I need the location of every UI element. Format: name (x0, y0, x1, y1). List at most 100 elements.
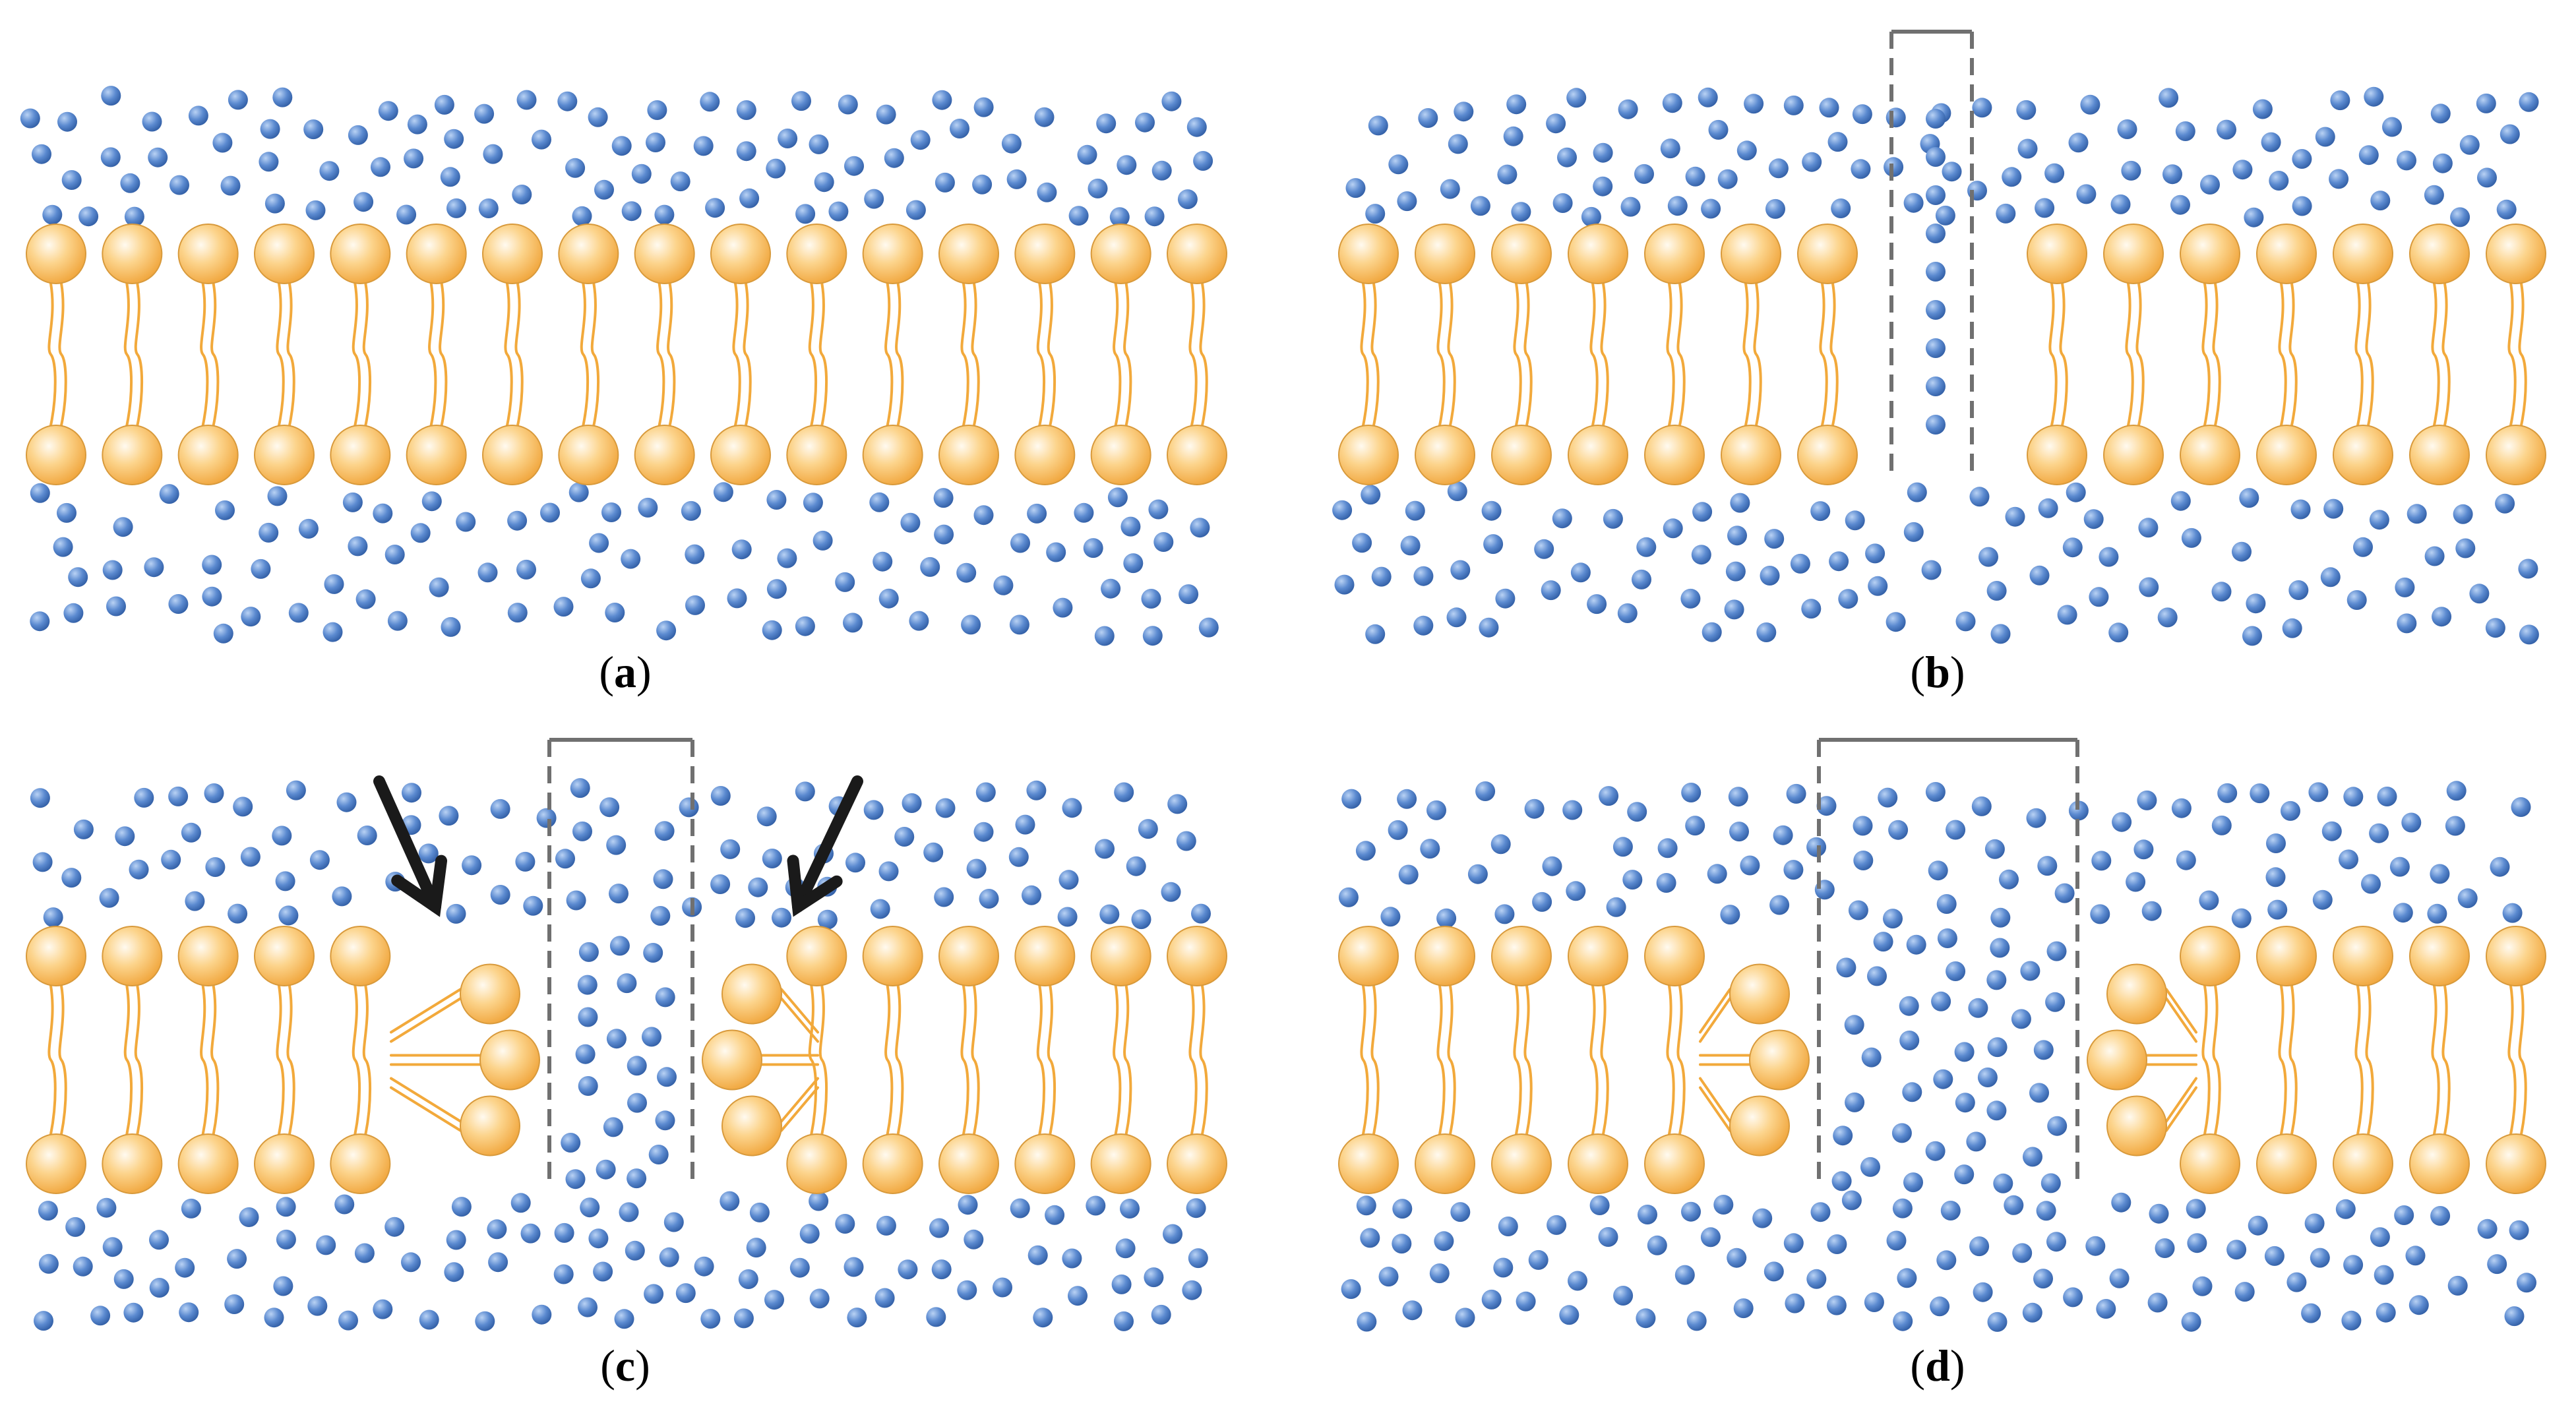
water-molecule-icon (2281, 800, 2300, 821)
water-molecule-icon (1126, 856, 1146, 876)
water-molecule-icon (1806, 1269, 1827, 1289)
water-molecule-icon (1853, 816, 1873, 836)
water-molecule-icon (1853, 851, 1874, 870)
water-molecule-icon (540, 502, 560, 523)
water-molecule-icon (1925, 782, 1946, 802)
water-molecule-icon (228, 90, 248, 110)
water-molecule-icon (2181, 527, 2201, 548)
water-molecule-icon (169, 175, 189, 195)
water-molecule-icon (1498, 1217, 1518, 1236)
lipid-tail-icon (895, 984, 904, 1135)
phospholipid-molecule-icon (862, 1133, 923, 1194)
water-molecule-icon (2170, 195, 2190, 215)
water-molecule-icon (578, 1297, 598, 1317)
water-molecule-icon (2517, 1273, 2536, 1293)
water-molecule-icon (523, 895, 543, 916)
water-molecule-icon (319, 161, 340, 181)
lipid-tail-icon (276, 282, 285, 427)
water-molecule-icon (843, 613, 863, 633)
water-molecule-icon (474, 104, 495, 124)
water-molecule-icon (700, 92, 720, 112)
water-molecule-icon (1636, 537, 1657, 557)
water-molecule-icon (267, 486, 288, 506)
water-molecule-icon (1392, 1234, 1412, 1254)
water-molecule-icon (1926, 224, 1946, 243)
water-molecule-icon (1115, 1238, 1136, 1259)
water-molecule-icon (260, 119, 280, 139)
water-molecule-icon (577, 975, 598, 995)
water-molecule-icon (1450, 1202, 1471, 1222)
water-molecule-icon (1111, 1274, 1132, 1294)
water-molecule-icon (2147, 1292, 2168, 1313)
water-molecule-icon (2343, 1255, 2364, 1275)
water-molecule-icon (1193, 151, 1213, 171)
lipid-tail-icon (1600, 282, 1609, 427)
water-molecule-icon (1903, 522, 1924, 542)
water-molecule-icon (2430, 1206, 2451, 1226)
water-molecule-icon (1717, 169, 1738, 189)
water-molecule-icon (1402, 1300, 1423, 1321)
lipid-tail-icon (1523, 282, 1533, 427)
lipid-heads (1338, 224, 2546, 485)
lipid-tail-icon (1699, 988, 1731, 1034)
water-molecule-icon (2047, 1116, 2068, 1136)
water-molecule-icon (975, 782, 996, 802)
water-molecule-icon (342, 492, 363, 512)
water-molecule-icon (2490, 857, 2510, 877)
phospholipid-molecule-icon (2027, 224, 2087, 284)
water-molecule-icon (657, 1067, 677, 1087)
water-molecule-icon (1996, 203, 2016, 224)
phospholipid-molecule-icon (1729, 1095, 1790, 1157)
water-molecule-icon (1935, 205, 1955, 226)
water-molecule-icon (1733, 1298, 1754, 1319)
water-molecule-icon (490, 798, 510, 819)
lipid-tail-icon (1819, 282, 1828, 427)
phospholipid-molecule-icon (1338, 926, 1399, 986)
phospholipid-molecule-icon (1491, 224, 1552, 284)
water-molecule-icon (1829, 551, 1849, 572)
water-molecule-icon (1141, 589, 1161, 609)
phospholipid-molecule-icon (2486, 425, 2546, 485)
water-molecule-icon (2054, 883, 2075, 903)
phospholipid-molecule-icon (710, 425, 771, 485)
phospholipid-molecule-icon (330, 926, 391, 986)
phospholipid-molecule-icon (786, 1133, 847, 1194)
water-molecule-icon (1627, 802, 1647, 822)
water-molecule-icon (933, 488, 954, 508)
water-molecule-icon (1691, 545, 1711, 565)
phospholipid-molecule-icon (330, 425, 391, 485)
water-molecule-icon (1816, 796, 1837, 816)
water-molecule-icon (572, 206, 592, 226)
water-molecule-icon (106, 596, 126, 617)
water-molecule-icon (681, 500, 701, 521)
water-molecule-icon (2290, 499, 2311, 520)
water-molecule-icon (2232, 541, 2252, 562)
lipid-tail-icon (58, 984, 67, 1135)
water-molecule-icon (1392, 1199, 1413, 1219)
panel-d-caption-letter: d (1925, 1340, 1950, 1391)
water-molecule-icon (700, 1309, 721, 1329)
water-molecule-icon (1727, 526, 1747, 546)
water-molecule-icon (1420, 839, 1440, 859)
lipid-tail-icon (390, 988, 462, 1034)
water-molecule-icon (451, 1197, 472, 1217)
water-molecule-icon (1161, 882, 1181, 902)
water-molecule-icon (1593, 142, 1613, 163)
water-molecule-icon (1481, 1289, 1502, 1310)
water-molecule-icon (2112, 812, 2132, 832)
water-molecule-icon (2111, 1192, 2131, 1213)
water-molecule-icon (1167, 794, 1188, 814)
water-molecule-icon (1418, 108, 1438, 128)
water-molecule-icon (348, 536, 368, 557)
water-molecule-icon (2424, 546, 2445, 566)
water-molecule-icon (1334, 574, 1355, 595)
water-molecule-icon (1191, 903, 1211, 924)
lipid-tail-icon (362, 984, 372, 1135)
water-molecule-icon (185, 891, 205, 911)
water-molecule-icon (1142, 626, 1163, 646)
water-molecule-icon (1667, 196, 1688, 216)
water-molecule-icon (1138, 819, 1158, 839)
phospholipid-molecule-icon (254, 1133, 315, 1194)
water-molecule-icon (2149, 1203, 2169, 1224)
water-molecule-icon (1810, 1202, 1831, 1222)
